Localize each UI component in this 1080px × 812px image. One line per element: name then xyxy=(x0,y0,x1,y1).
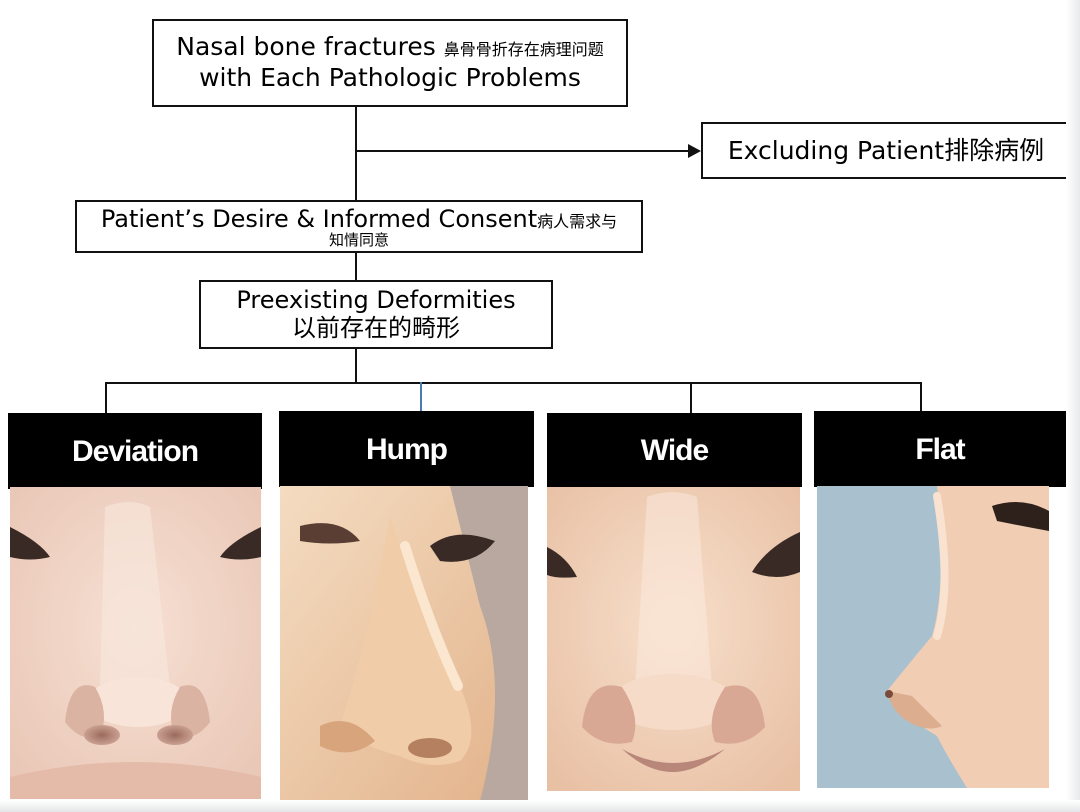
branch-drop-wide xyxy=(690,382,692,414)
deformity-box-cn: 以前存在的畸形 xyxy=(292,314,460,343)
top-box-line2: with Each Pathologic Problems xyxy=(199,62,581,92)
connector-consent-to-deformity xyxy=(355,252,357,281)
photo-flat-nose xyxy=(817,486,1049,788)
top-box-title-en: Nasal bone fractures xyxy=(176,32,436,61)
deformity-box: Preexisting Deformities 以前存在的畸形 xyxy=(199,280,553,349)
label-wide: Wide xyxy=(547,413,802,487)
exclude-box: Excluding Patient排除病例 xyxy=(701,122,1071,179)
branch-drop-deviation xyxy=(105,382,107,414)
branch-drop-flat xyxy=(920,382,922,412)
consent-box-line1: Patient’s Desire & Informed Consent病人需求与 xyxy=(77,206,641,232)
deformity-box-en: Preexisting Deformities xyxy=(236,286,516,314)
label-deviation: Deviation xyxy=(8,413,262,489)
top-box: Nasal bone fractures 鼻骨骨折存在病理问题 with Eac… xyxy=(152,19,628,107)
photo-hump-nose xyxy=(280,486,528,801)
photo-wide-nose xyxy=(547,487,800,791)
label-flat: Flat xyxy=(814,411,1066,487)
consent-box: Patient’s Desire & Informed Consent病人需求与… xyxy=(75,200,643,253)
top-box-title-cn: 鼻骨骨折存在病理问题 xyxy=(443,40,604,59)
branch-drop-hump xyxy=(420,382,422,412)
exclude-box-en: Excluding Patient xyxy=(727,136,945,165)
consent-box-en: Patient’s Desire & Informed Consent xyxy=(100,205,538,233)
exclude-box-cn: 排除病例 xyxy=(944,136,1045,165)
photo-deviation-nose xyxy=(10,487,261,799)
slide-bottom-edge xyxy=(0,800,1080,812)
connector-to-exclude xyxy=(356,150,689,152)
arrow-to-exclude xyxy=(688,144,701,158)
top-box-line1: Nasal bone fractures 鼻骨骨折存在病理问题 xyxy=(154,33,626,61)
label-hump: Hump xyxy=(279,411,534,487)
slide-right-edge xyxy=(1066,0,1080,812)
connector-top-to-consent xyxy=(355,106,357,201)
consent-box-cn-part2: 知情同意 xyxy=(328,231,389,250)
branch-horizontal-line xyxy=(105,382,922,384)
connector-deformity-to-branch xyxy=(355,348,357,383)
consent-box-cn-part1: 病人需求与 xyxy=(537,212,618,231)
